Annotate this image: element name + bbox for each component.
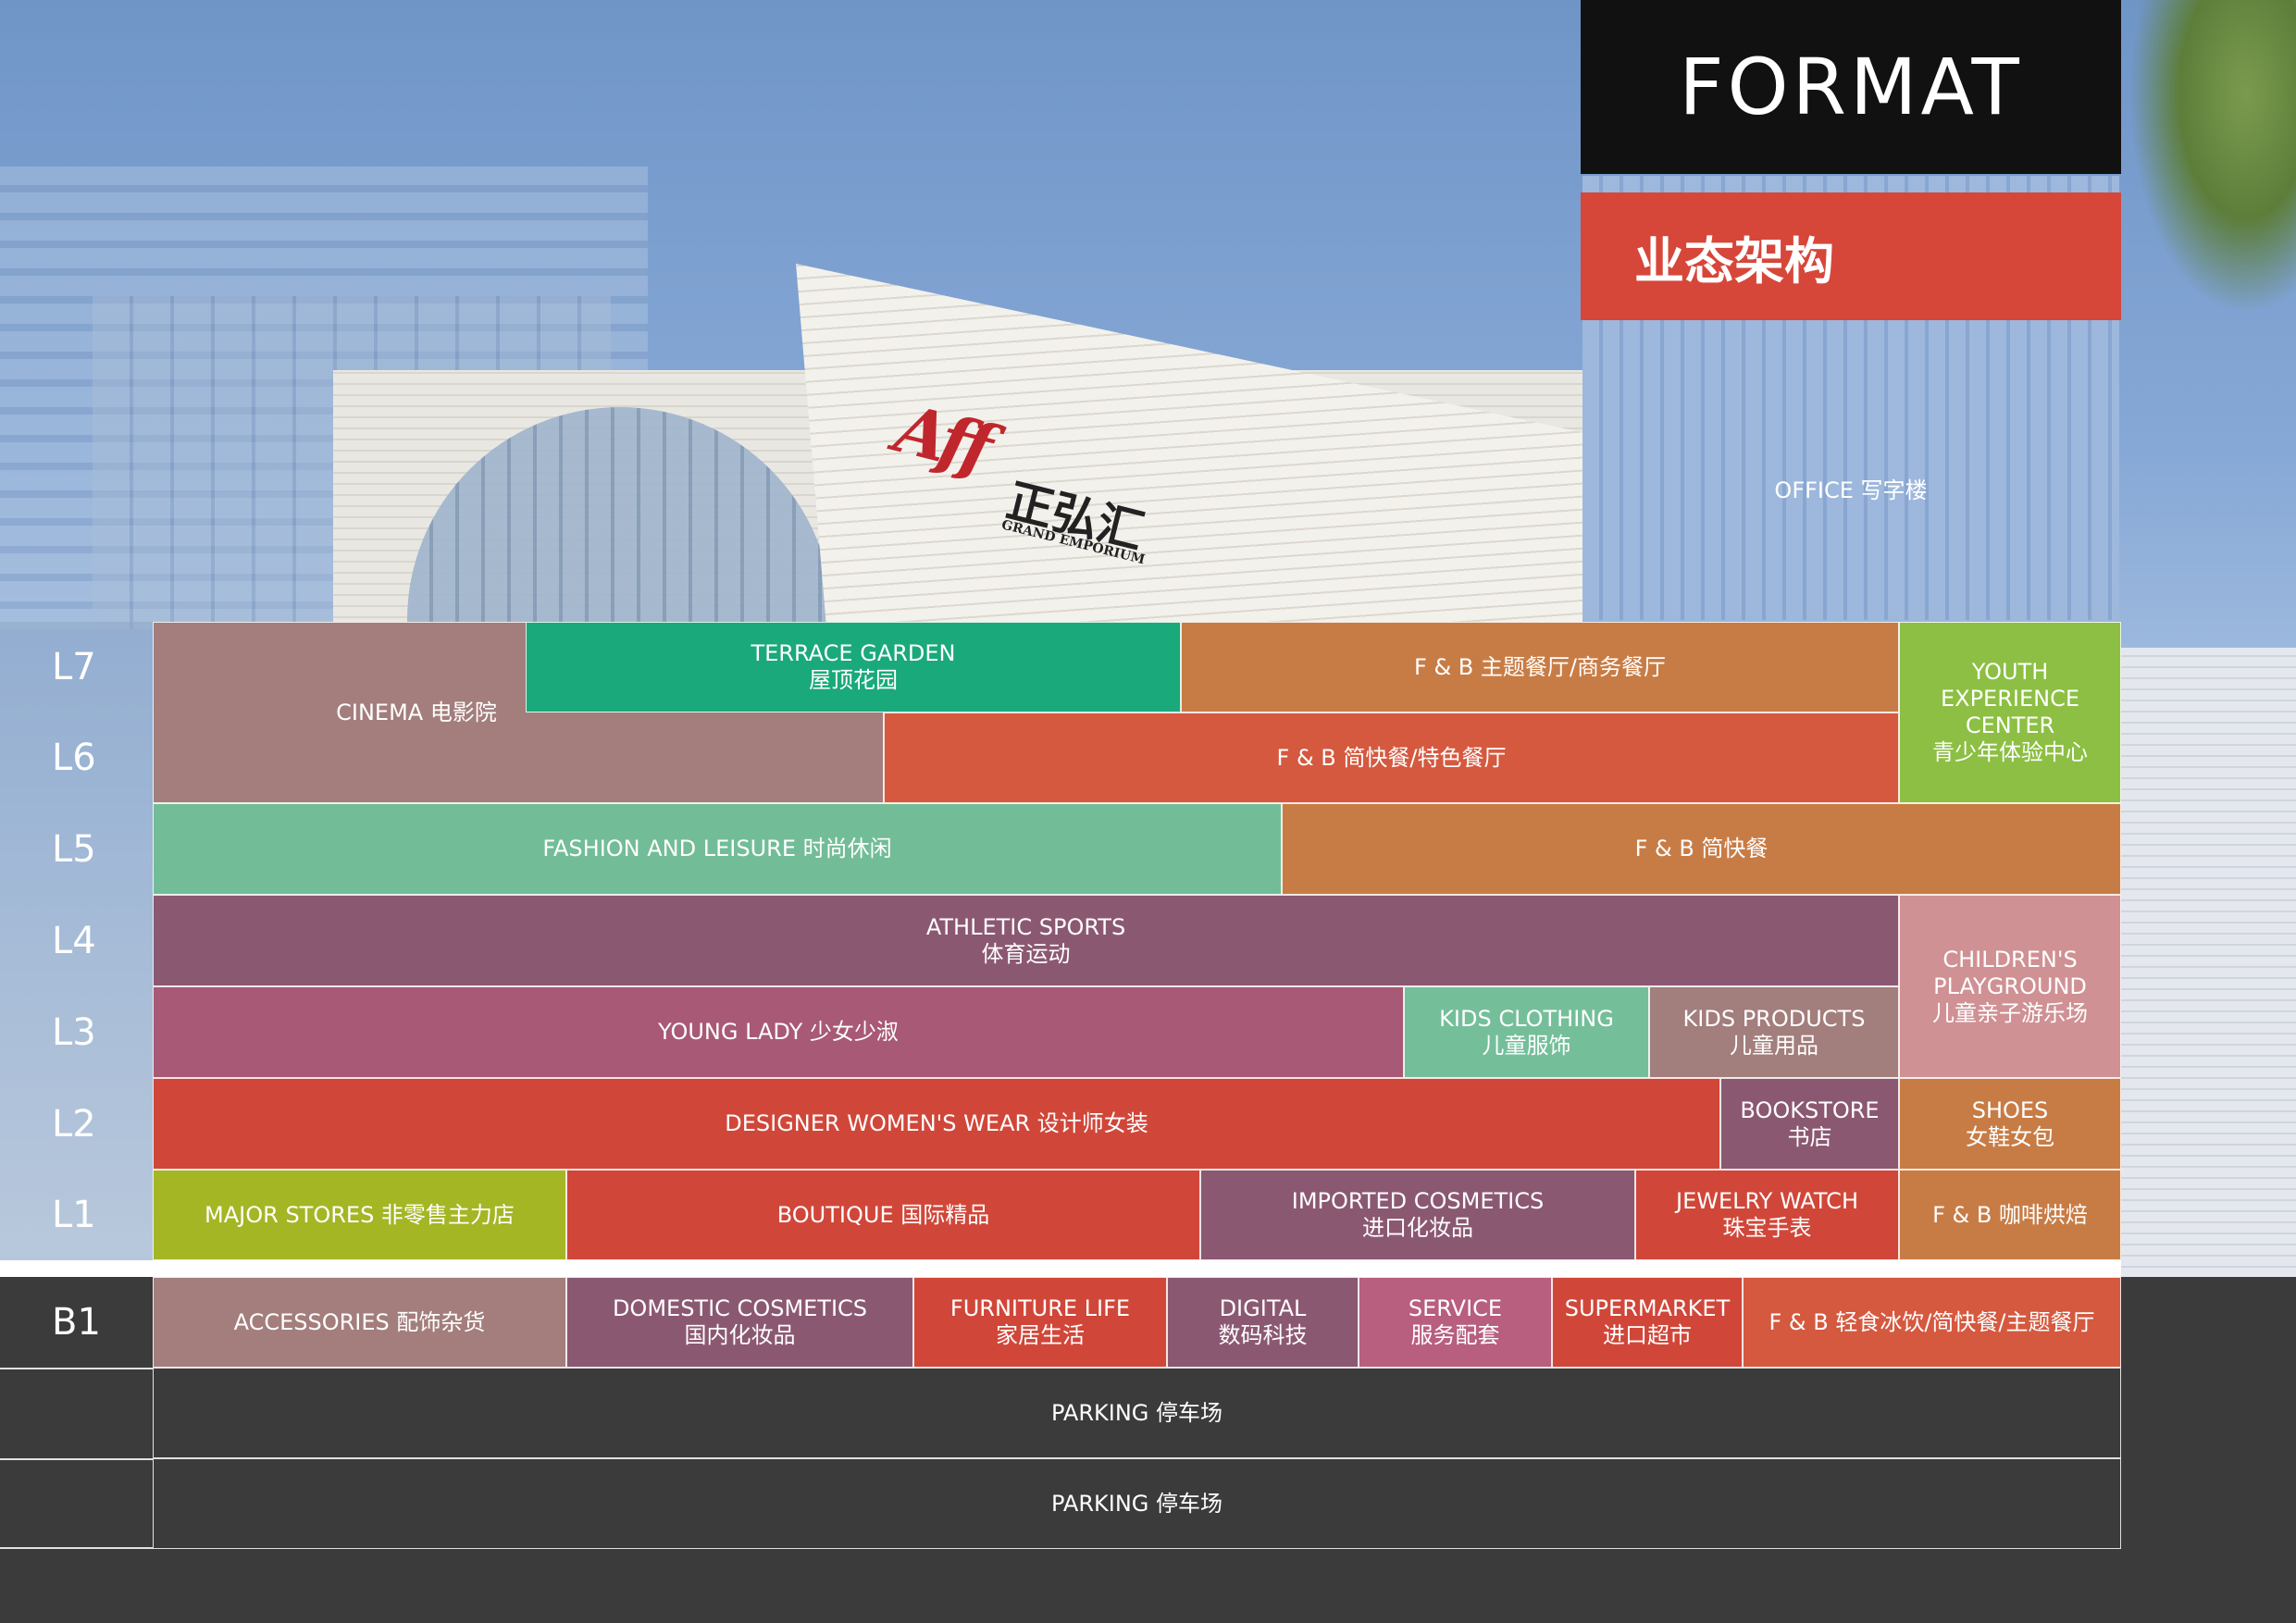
format-title: FORMAT <box>1581 0 2121 174</box>
office-label: OFFICE 写字楼 <box>1774 477 1928 503</box>
cell-major-stores: MAJOR STORES 非零售主力店 <box>153 1170 566 1260</box>
format-title-cn: 业态架构 <box>1581 192 2121 320</box>
level-label-p1 <box>0 1368 153 1458</box>
ground-divider <box>0 1260 2121 1277</box>
cell-fb-l6: F & B 简快餐/特色餐厅 <box>884 712 1899 803</box>
level-label-l1: L1 <box>0 1170 153 1260</box>
cell-fb-l5: F & B 简快餐 <box>1282 803 2121 895</box>
cell-young-lady: YOUNG LADY 少女少淑 <box>153 986 1404 1078</box>
level-label-l3: L3 <box>0 986 153 1078</box>
level-label-b1: B1 <box>0 1277 153 1368</box>
mall-curved-facade <box>2119 648 2296 1277</box>
tree-foliage <box>2128 0 2296 315</box>
level-label-p2 <box>0 1458 153 1549</box>
cell-parking-2: PARKING 停车场 <box>153 1458 2121 1549</box>
level-label-l5: L5 <box>0 803 153 895</box>
cell-fb-l1: F & B 咖啡烘焙 <box>1899 1170 2121 1260</box>
cell-designer-womens-wear: DESIGNER WOMEN'S WEAR 设计师女装 <box>153 1078 1720 1170</box>
cell-accessories: ACCESSORIES 配饰杂货 <box>153 1277 566 1368</box>
cell-fashion-leisure: FASHION AND LEISURE 时尚休闲 <box>153 803 1282 895</box>
cell-parking-1: PARKING 停车场 <box>153 1368 2121 1458</box>
level-label-l6: L6 <box>0 712 153 803</box>
level-label-l4: L4 <box>0 895 153 986</box>
cell-boutique: BOUTIQUE 国际精品 <box>566 1170 1200 1260</box>
level-label-l7: L7 <box>0 622 153 712</box>
cell-fb-l7: F & B 主题餐厅/商务餐厅 <box>1181 622 1899 712</box>
level-label-l2: L2 <box>0 1078 153 1170</box>
cell-fb-b1: F & B 轻食冰饮/简快餐/主题餐厅 <box>1743 1277 2121 1368</box>
